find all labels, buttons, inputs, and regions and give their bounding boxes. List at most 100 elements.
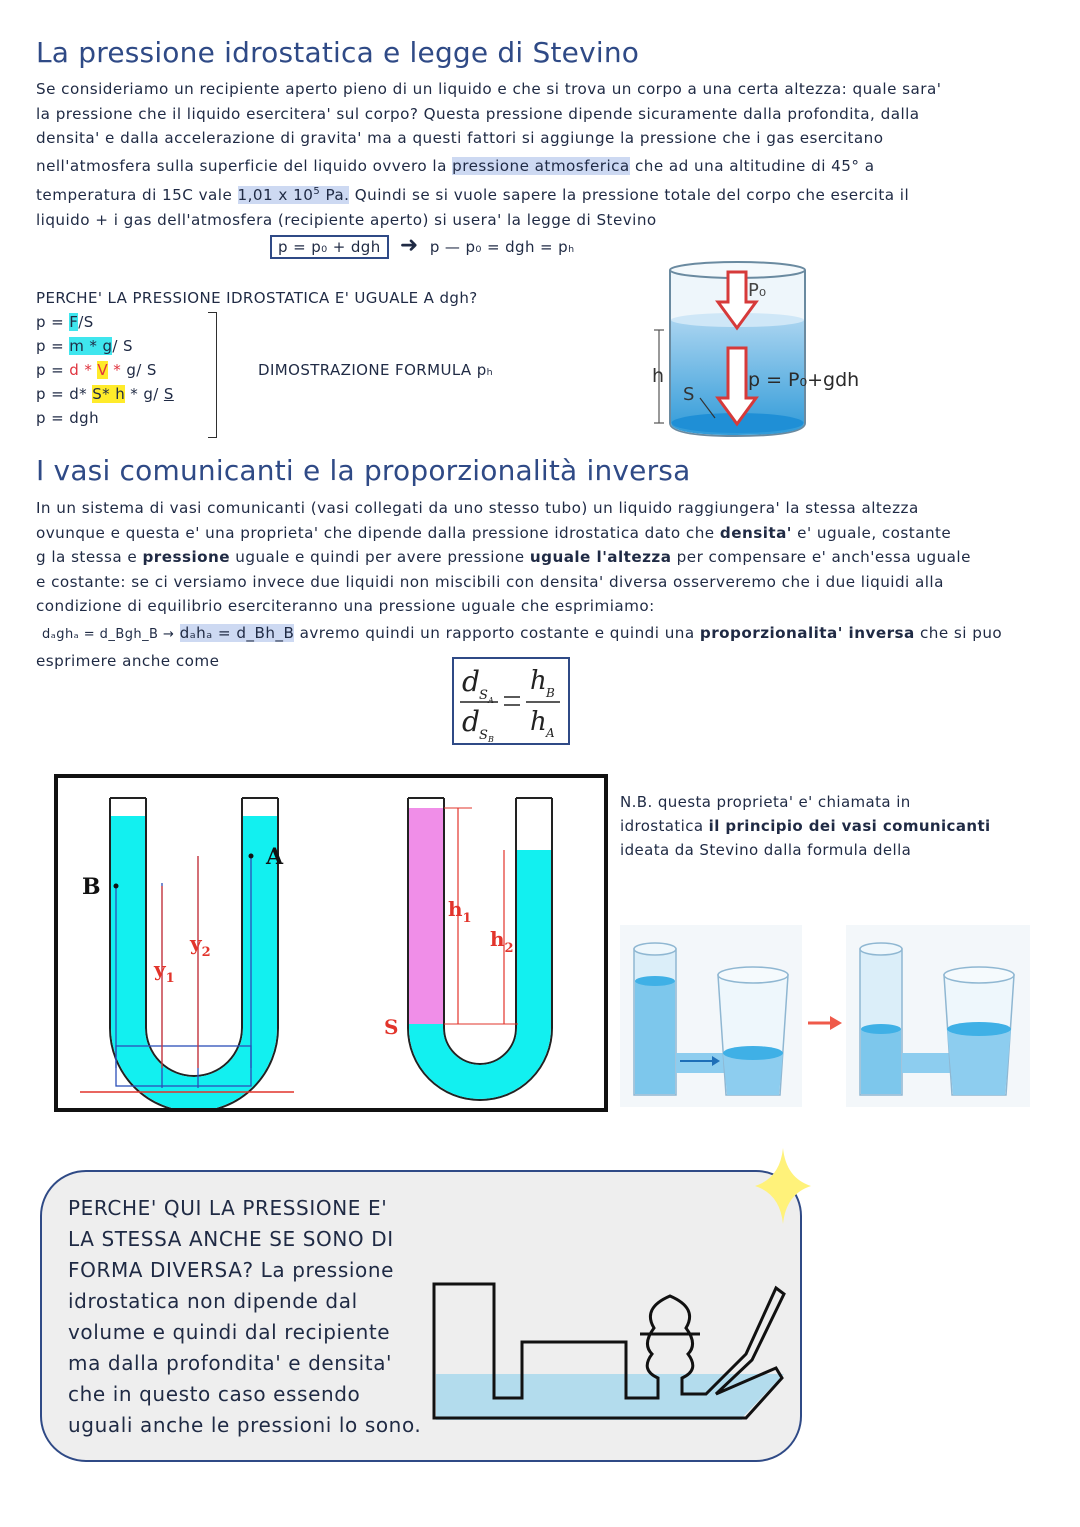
text: dₐghₐ = d_Bgh_B → xyxy=(42,626,175,642)
ratio-d-top: d xyxy=(462,665,480,698)
ratio-sub: A xyxy=(545,726,555,740)
demo-question: PERCHE' LA PRESSIONE IDROSTATICA E' UGUA… xyxy=(36,289,478,307)
para-line: e costante: se ci versiamo invece due li… xyxy=(36,572,944,591)
ratio-h-top: h xyxy=(530,666,547,696)
para-line: densita' e dalla accelerazione di gravit… xyxy=(36,129,884,147)
callout-line: ma dalla profondita' e densita' xyxy=(68,1351,393,1375)
highlight-equation: dₐhₐ = d_Bh_B xyxy=(179,623,295,642)
bold-text: proporzionalita' inversa xyxy=(699,623,915,642)
para-line: dₐghₐ = d_Bgh_B → dₐhₐ = d_Bh_B avremo q… xyxy=(36,621,1046,648)
vessels-before-after xyxy=(620,925,1030,1107)
note-line: ideata da Stevino dalla formula della xyxy=(620,841,912,859)
label-y1: y1 xyxy=(153,957,175,986)
text: per compensare e' anch'essa uguale xyxy=(671,548,971,566)
highlight: m * g xyxy=(69,337,113,355)
text: S xyxy=(163,385,174,403)
section-title-stevino: La pressione idrostatica e legge di Stev… xyxy=(36,36,640,69)
text-red: d * xyxy=(69,361,98,379)
text: p = d* xyxy=(36,385,93,403)
text: temperatura di 15C vale xyxy=(36,186,238,205)
u-tube-right-oil xyxy=(409,808,443,1024)
para-line: g la stessa e pressione uguale e quindi … xyxy=(36,545,1046,570)
demo-line: p = m * g/ S xyxy=(36,334,174,358)
text: g/ S xyxy=(121,361,157,379)
formula-box: p = p₀ + dgh xyxy=(270,235,389,259)
text: / S xyxy=(112,337,133,355)
demo-line: p = F/S xyxy=(36,310,174,334)
highlight-pressione-atmosferica: pressione atmosferica xyxy=(452,156,630,175)
ratio-formula: d S A d S B h B h A xyxy=(460,665,560,744)
demo-steps: p = F/S p = m * g/ S p = d * V * g/ S p … xyxy=(36,310,174,430)
label-formula: p = P₀+gdh xyxy=(748,369,859,391)
label-s: S xyxy=(683,384,694,405)
formula-rest: p — p₀ = dgh = pₕ xyxy=(429,238,575,256)
text: avremo quindi un rapporto costante e qui… xyxy=(294,623,700,642)
ratio-sub: S xyxy=(479,728,488,743)
sparkle-icon xyxy=(755,1148,811,1224)
text: 1,01 x 10 xyxy=(237,186,314,205)
ratio-d-bottom: d xyxy=(462,705,480,738)
text: g la stessa e xyxy=(36,548,143,566)
label-y2: y2 xyxy=(189,931,211,960)
demo-line: p = d * V * g/ S xyxy=(36,358,174,382)
callout-line: PERCHE' QUI LA PRESSIONE E' xyxy=(68,1196,388,1220)
bold-text: pressione xyxy=(142,548,231,566)
note-line: N.B. questa proprieta' e' chiamata in xyxy=(620,793,911,811)
label-A: A xyxy=(265,844,284,870)
note-line: idrostatica il principio dei vasi comuni… xyxy=(620,814,991,838)
highlight-value: 1,01 x 105 Pa. xyxy=(237,186,350,205)
u-tube-right-outline xyxy=(407,798,553,1101)
note: N.B. questa proprieta' e' chiamata in id… xyxy=(620,790,991,862)
bold-text: densita' xyxy=(719,523,792,542)
label-h1: h1 xyxy=(448,897,472,926)
text: p = xyxy=(36,313,70,331)
highlight: F xyxy=(69,313,79,331)
para-line: Se consideriamo un recipiente aperto pie… xyxy=(36,80,942,98)
label-h2: h2 xyxy=(490,927,514,956)
ratio-sub: B xyxy=(545,686,555,700)
para-line: liquido + i gas dell'atmosfera (recipien… xyxy=(36,210,657,229)
label-h: h xyxy=(652,365,664,387)
irregular-vessels-figure xyxy=(432,1282,786,1420)
superscript: 5 xyxy=(313,186,321,197)
highlight: V xyxy=(97,361,109,379)
callout-text: PERCHE' QUI LA PRESSIONE E' LA STESSA AN… xyxy=(68,1193,428,1441)
callout-line: idrostatica non dipende dal xyxy=(68,1289,358,1313)
demo-label: DIMOSTRAZIONE FORMULA pₕ xyxy=(258,361,494,379)
text: Quindi se si vuole sapere la pressione t… xyxy=(349,186,910,205)
u-tubes-svg: B A y1 y2 h1 h2 S xyxy=(80,797,553,1113)
s-pointer xyxy=(699,397,716,419)
text: /S xyxy=(78,313,94,331)
text-red: * xyxy=(108,361,122,379)
para-line: la pressione che il liquido esercitera' … xyxy=(36,104,920,123)
label-p0: P₀ xyxy=(748,280,766,301)
text: uguale e quindi per avere pressione xyxy=(230,548,530,566)
section-title-vasi: I vasi comunicanti e la proporzionalità … xyxy=(36,454,691,487)
text: e' uguale, costante xyxy=(791,523,952,542)
u-tube-right-water xyxy=(409,850,551,1099)
stevino-paragraph: Se consideriamo un recipiente aperto pie… xyxy=(36,77,1046,232)
ratio-sub: S xyxy=(479,688,488,703)
label-S: S xyxy=(384,1015,398,1039)
demo-line: p = dgh xyxy=(36,409,99,427)
demo-line: p = d* S* h * g/ S xyxy=(36,382,174,406)
text: idrostatica xyxy=(620,817,709,835)
text: ovunque e questa e' una proprieta' che d… xyxy=(36,523,720,542)
ratio-h-bottom: h xyxy=(530,707,547,737)
ratio-subsub: A xyxy=(487,696,494,705)
beaker-figure: P₀ p = P₀+gdh h S xyxy=(652,261,859,438)
text: nell'atmosfera sulla superficie del liqu… xyxy=(36,156,453,175)
text: * g/ xyxy=(125,385,164,403)
para-line: esprimere anche come xyxy=(36,652,220,670)
text: Pa. xyxy=(320,186,350,205)
arrow-icon: ➜ xyxy=(399,233,419,258)
vessel-outline xyxy=(432,1282,786,1420)
arrow-p0-icon xyxy=(715,270,759,331)
text: che si puo xyxy=(914,623,1003,642)
para-line: In un sistema di vasi comunicanti (vasi … xyxy=(36,499,919,517)
callout-line: LA STESSA ANCHE SE SONO DI xyxy=(68,1227,394,1251)
callout-line: FORMA DIVERSA? La pressione xyxy=(68,1258,395,1282)
ratio-formula-box: d S A d S B h B h A xyxy=(452,657,570,745)
para-line: condizione di equilibrio eserciteranno u… xyxy=(36,597,655,615)
bold-text: uguale l'altezza xyxy=(529,548,672,566)
